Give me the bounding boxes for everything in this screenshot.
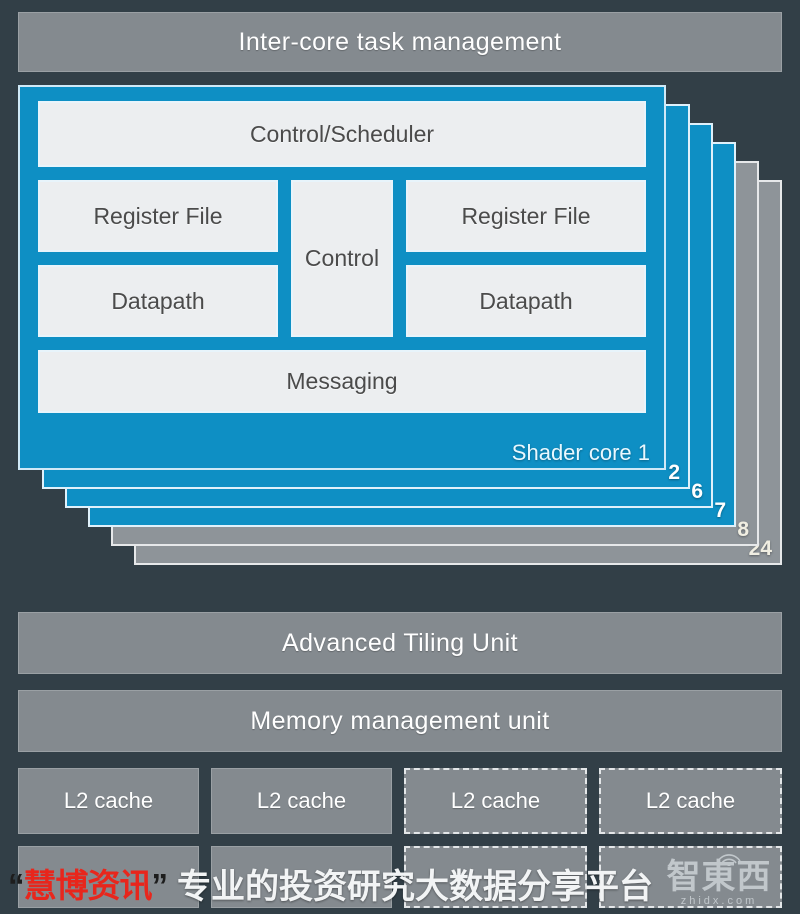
- advanced-tiling-unit-block: Advanced Tiling Unit: [18, 612, 782, 674]
- control-scheduler-label: Control/Scheduler: [249, 120, 435, 147]
- inter-core-task-management-label: Inter-core task management: [238, 27, 562, 56]
- inter-core-task-management-block: Inter-core task management: [18, 12, 782, 72]
- l2-cache-label: L2 cache: [645, 788, 736, 813]
- l2-cache-cell: [599, 846, 782, 908]
- control-label: Control: [304, 245, 380, 271]
- l2-cache-row-1: L2 cache L2 cache L2 cache L2 cache: [18, 768, 782, 834]
- shader-core-left-column: Register File Datapath: [38, 180, 278, 337]
- control-box: Control: [291, 180, 393, 337]
- l2-cache-cell: L2 cache: [404, 768, 587, 834]
- datapath-right-box: Datapath: [406, 265, 646, 337]
- register-file-left-box: Register File: [38, 180, 278, 252]
- datapath-left-box: Datapath: [38, 265, 278, 337]
- datapath-left-label: Datapath: [111, 287, 205, 314]
- register-file-left-label: Register File: [93, 202, 223, 229]
- shader-core-layer-label-2: 2: [668, 461, 680, 484]
- shader-core-layer-label-6: 6: [691, 480, 703, 503]
- shader-core-stack: 24 8 7 6 2 Control/Scheduler Register Fi…: [18, 85, 782, 595]
- shader-core-1-label: Shader core 1: [511, 440, 650, 465]
- l2-cache-cell: L2 cache: [599, 768, 782, 834]
- messaging-box: Messaging: [38, 350, 646, 413]
- memory-management-unit-label: Memory management unit: [250, 706, 550, 735]
- l2-cache-cell: [211, 846, 392, 908]
- memory-management-unit-block: Memory management unit: [18, 690, 782, 752]
- l2-cache-cell: L2 cache: [18, 768, 199, 834]
- datapath-right-label: Datapath: [479, 287, 573, 314]
- control-scheduler-box: Control/Scheduler: [38, 101, 646, 167]
- l2-cache-cell: [18, 846, 199, 908]
- messaging-label: Messaging: [286, 368, 398, 394]
- l2-cache-label: L2 cache: [450, 788, 541, 813]
- shader-core-layer-label-7: 7: [714, 499, 726, 522]
- l2-cache-cell: L2 cache: [211, 768, 392, 834]
- l2-cache-label: L2 cache: [63, 788, 154, 813]
- l2-cache-row-2: [18, 846, 782, 908]
- shader-core-middle-row: Register File Datapath Control Register …: [38, 180, 646, 337]
- shader-core-1-block: Control/Scheduler Register File Datapath…: [18, 85, 666, 470]
- register-file-right-box: Register File: [406, 180, 646, 252]
- shader-core-layer-label-8: 8: [737, 518, 749, 541]
- l2-cache-cell: [404, 846, 587, 908]
- advanced-tiling-unit-label: Advanced Tiling Unit: [282, 628, 518, 657]
- l2-cache-label: L2 cache: [256, 788, 347, 813]
- shader-core-right-column: Register File Datapath: [406, 180, 646, 337]
- register-file-right-label: Register File: [461, 202, 591, 229]
